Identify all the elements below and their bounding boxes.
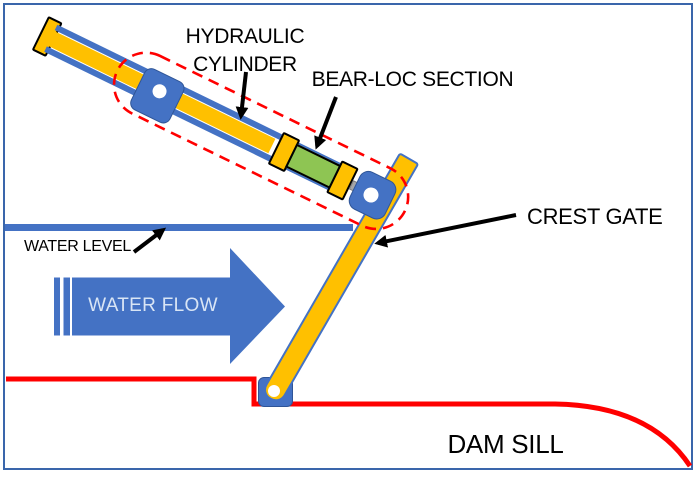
hydraulic-cylinder-assembly <box>23 3 423 247</box>
water-flow-label: WATER FLOW <box>88 295 218 316</box>
dam-sill-label: DAM SILL <box>447 429 564 459</box>
crest-gate-label: CREST GATE <box>527 204 663 229</box>
water-level-label: WATER LEVEL <box>24 238 131 255</box>
hydraulic-cylinder-pointer-arrow <box>235 71 249 120</box>
water-level-pointer-arrow <box>132 227 167 254</box>
hydraulic-cylinder-label-line1: HYDRAULIC <box>185 25 305 48</box>
flow-speed-bar-2 <box>63 277 70 336</box>
hydraulic-cylinder-label: HYDRAULIC CYLINDER <box>150 23 340 79</box>
hydraulic-cylinder-label-line2: CYLINDER <box>193 53 297 76</box>
gate-hinge-pin-hole <box>268 385 280 397</box>
bear-loc-pointer-arrow <box>314 96 338 150</box>
water-level-line <box>5 224 353 231</box>
bear-loc-label: BEAR-LOC SECTION <box>311 68 514 91</box>
diagram-frame <box>3 3 693 470</box>
highlight-dashed-outline <box>112 51 410 231</box>
water-flow-arrow-icon <box>72 248 285 364</box>
dam-sill-line <box>6 376 693 468</box>
crest-gate-pointer-arrow <box>374 213 517 248</box>
flow-speed-bar-1 <box>54 277 60 336</box>
